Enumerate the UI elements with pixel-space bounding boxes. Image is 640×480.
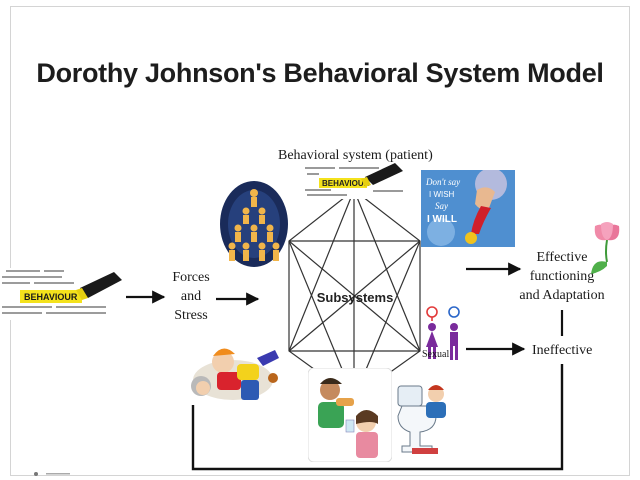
motivational-poster-image: Don't say I WISH Say I WILL	[421, 170, 515, 247]
functioning-text: functioning	[529, 269, 595, 284]
slide-frame	[10, 6, 630, 476]
behavioral-system-label: Behavioral system (patient)	[278, 148, 433, 163]
subsystems-hexagon	[288, 189, 421, 399]
poster-line1: Don't say	[425, 177, 460, 187]
effective-text: Effective	[536, 250, 588, 265]
forces-text: Forces	[172, 270, 210, 285]
behaviour-highlighter-image-top: BEHAVIOUR	[303, 163, 407, 199]
effective-functioning-label: Effective functioning and Adaptation	[514, 248, 610, 305]
corner-mark-icon	[34, 472, 70, 476]
stress-text: Stress	[174, 308, 208, 323]
forces-and-stress-label: Forces and Stress	[168, 268, 214, 325]
behaviour-word-left: BEHAVIOUR	[24, 292, 78, 302]
elimination-toilet-image	[397, 385, 446, 454]
subsystems-label: Subsystems	[316, 290, 394, 305]
behaviour-highlighter-image-left: BEHAVIOUR	[0, 268, 122, 320]
tulip-icon	[591, 222, 620, 274]
and-text: and	[180, 289, 202, 304]
eating-drinking-image	[308, 368, 392, 462]
ineffective-label: Ineffective	[532, 343, 593, 358]
feedback-loop-bottom	[191, 364, 564, 471]
adaptation-text: and Adaptation	[519, 288, 605, 303]
sexual-subsystem-image	[426, 306, 460, 360]
sexual-label: Sexual	[422, 349, 450, 360]
stress-cartoon-image	[191, 348, 279, 400]
poster-line3: Say	[435, 201, 448, 211]
page-title: Dorothy Johnson's Behavioral System Mode…	[36, 58, 604, 88]
poster-line4: I WILL	[427, 214, 457, 225]
poster-line2: I WISH	[429, 190, 455, 199]
behaviour-word-top: BEHAVIOUR	[322, 179, 370, 188]
human-pyramid-image	[220, 181, 288, 267]
